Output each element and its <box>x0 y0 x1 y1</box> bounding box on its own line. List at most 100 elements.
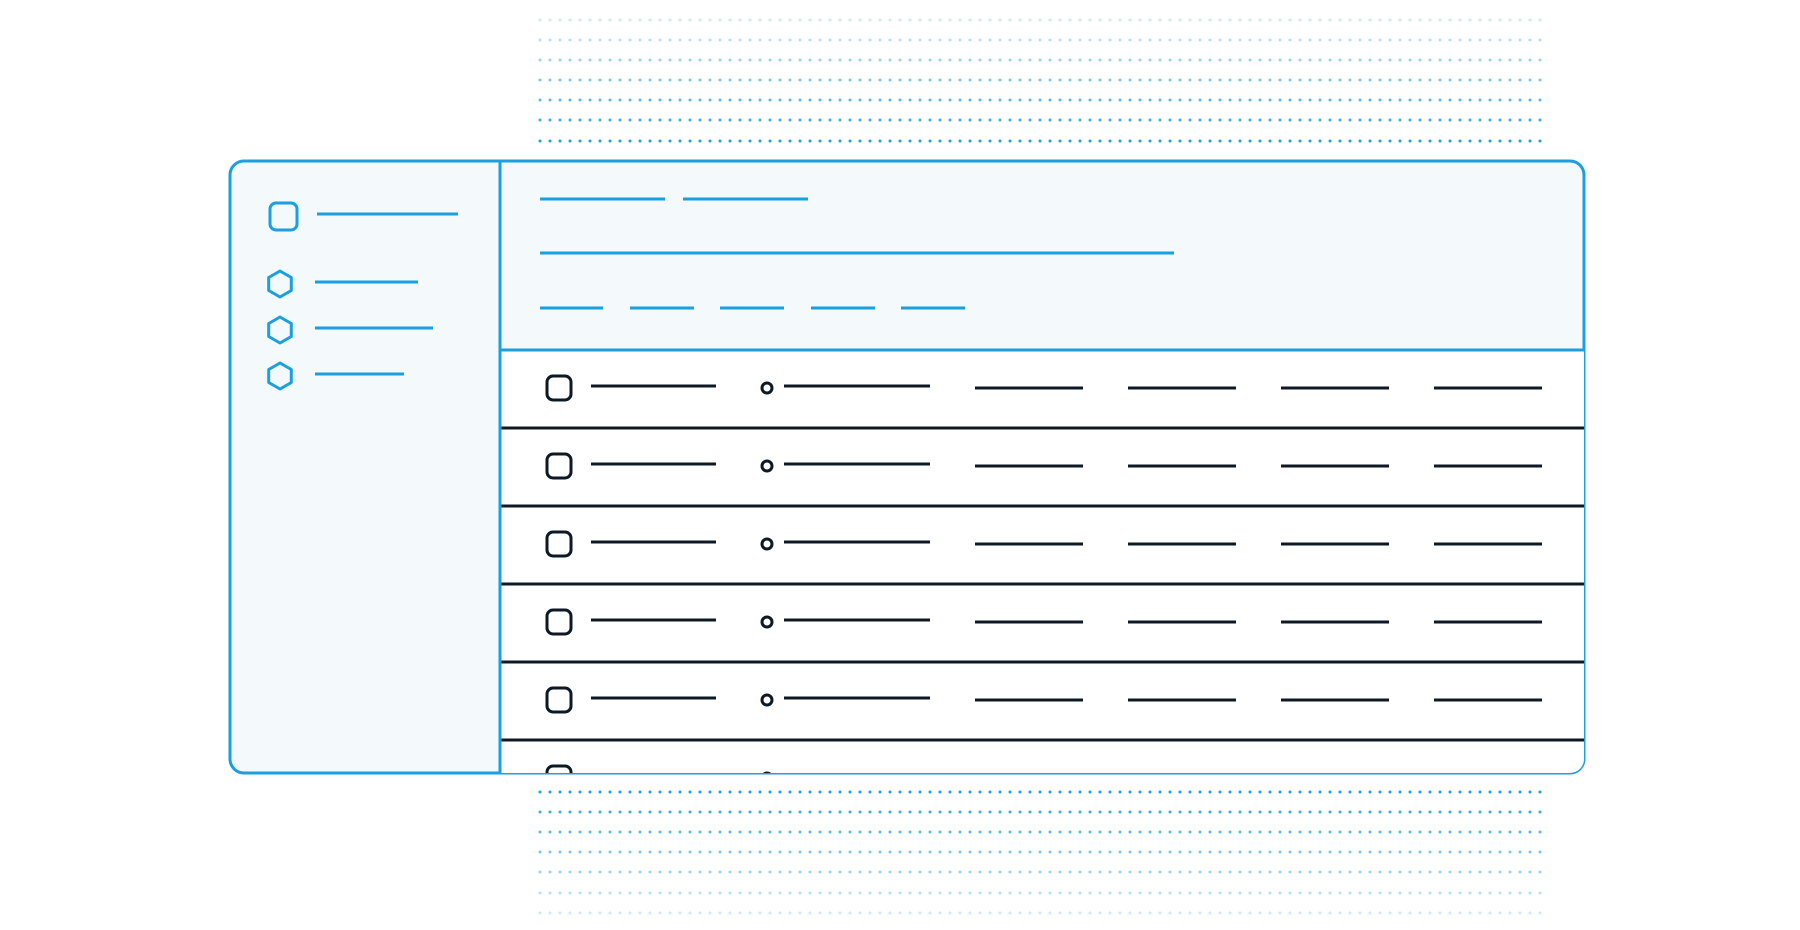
dot <box>1008 58 1012 62</box>
checkbox-icon[interactable] <box>545 764 573 790</box>
dot <box>658 891 662 895</box>
dot <box>758 911 762 915</box>
dot <box>1258 38 1262 42</box>
dot <box>1318 38 1322 42</box>
dot <box>1498 911 1502 915</box>
dot <box>1448 911 1452 915</box>
dot <box>818 98 822 102</box>
dot <box>788 870 792 874</box>
dot <box>1168 790 1172 794</box>
table-row[interactable] <box>545 608 1542 636</box>
dot <box>598 58 602 62</box>
sidebar-item-3[interactable] <box>267 361 404 391</box>
dot <box>1498 118 1502 122</box>
dot <box>828 58 832 62</box>
dot <box>1508 98 1512 102</box>
dot <box>1528 830 1532 834</box>
dot <box>698 790 702 794</box>
table-row[interactable] <box>545 530 1542 558</box>
dot <box>728 139 732 143</box>
dot <box>1138 830 1142 834</box>
hexagon-icon <box>267 315 293 345</box>
dot <box>968 830 972 834</box>
dot <box>1168 139 1172 143</box>
sidebar-item-2[interactable] <box>267 315 433 345</box>
dot <box>1028 870 1032 874</box>
table-row[interactable] <box>545 686 1542 714</box>
dot <box>1298 911 1302 915</box>
dot <box>1058 38 1062 42</box>
checkbox-icon[interactable] <box>545 686 573 714</box>
dot <box>978 830 982 834</box>
dot <box>1158 891 1162 895</box>
dot <box>608 911 612 915</box>
dot <box>1528 18 1532 22</box>
checkbox-icon[interactable] <box>545 452 573 480</box>
table-row[interactable] <box>545 374 1542 402</box>
dot <box>1538 850 1542 854</box>
dot <box>1238 58 1242 62</box>
rounded-square-icon[interactable] <box>268 201 299 232</box>
dot <box>858 118 862 122</box>
dot <box>1258 18 1262 22</box>
dot <box>1208 38 1212 42</box>
dot <box>858 58 862 62</box>
table-row[interactable] <box>545 452 1542 480</box>
dot <box>938 911 942 915</box>
dot <box>1458 38 1462 42</box>
dot <box>1298 78 1302 82</box>
dot <box>1408 891 1412 895</box>
dot <box>1408 850 1412 854</box>
dot <box>1408 58 1412 62</box>
dot <box>1138 118 1142 122</box>
dot <box>1168 18 1172 22</box>
dot <box>1118 891 1122 895</box>
checkbox-icon[interactable] <box>545 530 573 558</box>
dot <box>1078 58 1082 62</box>
dot <box>1538 139 1542 143</box>
dot <box>1398 850 1402 854</box>
dot <box>918 78 922 82</box>
dot <box>688 790 692 794</box>
dot <box>1038 891 1042 895</box>
dot <box>998 790 1002 794</box>
dot <box>1018 78 1022 82</box>
dot <box>1408 790 1412 794</box>
dot <box>1368 98 1372 102</box>
dot <box>618 58 622 62</box>
table-row[interactable] <box>545 764 1542 790</box>
dot <box>1048 891 1052 895</box>
dot <box>978 78 982 82</box>
dot <box>798 38 802 42</box>
dot <box>978 139 982 143</box>
dot <box>718 870 722 874</box>
dot <box>548 870 552 874</box>
checkbox-icon[interactable] <box>545 608 573 636</box>
dot <box>1328 18 1332 22</box>
dot <box>1528 58 1532 62</box>
dot <box>1308 810 1312 814</box>
dot <box>1158 139 1162 143</box>
sidebar-item-1[interactable] <box>267 269 418 299</box>
dot <box>1508 58 1512 62</box>
dot <box>738 810 742 814</box>
dot <box>1268 139 1272 143</box>
dot <box>758 891 762 895</box>
dot <box>1408 118 1412 122</box>
dot <box>1418 830 1422 834</box>
dot <box>1098 98 1102 102</box>
dot <box>968 78 972 82</box>
dot <box>878 911 882 915</box>
dot <box>938 830 942 834</box>
dot <box>998 38 1002 42</box>
dot <box>848 870 852 874</box>
dot <box>1378 891 1382 895</box>
dot <box>1258 78 1262 82</box>
dot <box>978 870 982 874</box>
dot <box>1068 58 1072 62</box>
checkbox-icon[interactable] <box>545 374 573 402</box>
dot-row <box>538 911 1542 915</box>
dot <box>1538 870 1542 874</box>
dot <box>1108 891 1112 895</box>
dot <box>1048 58 1052 62</box>
